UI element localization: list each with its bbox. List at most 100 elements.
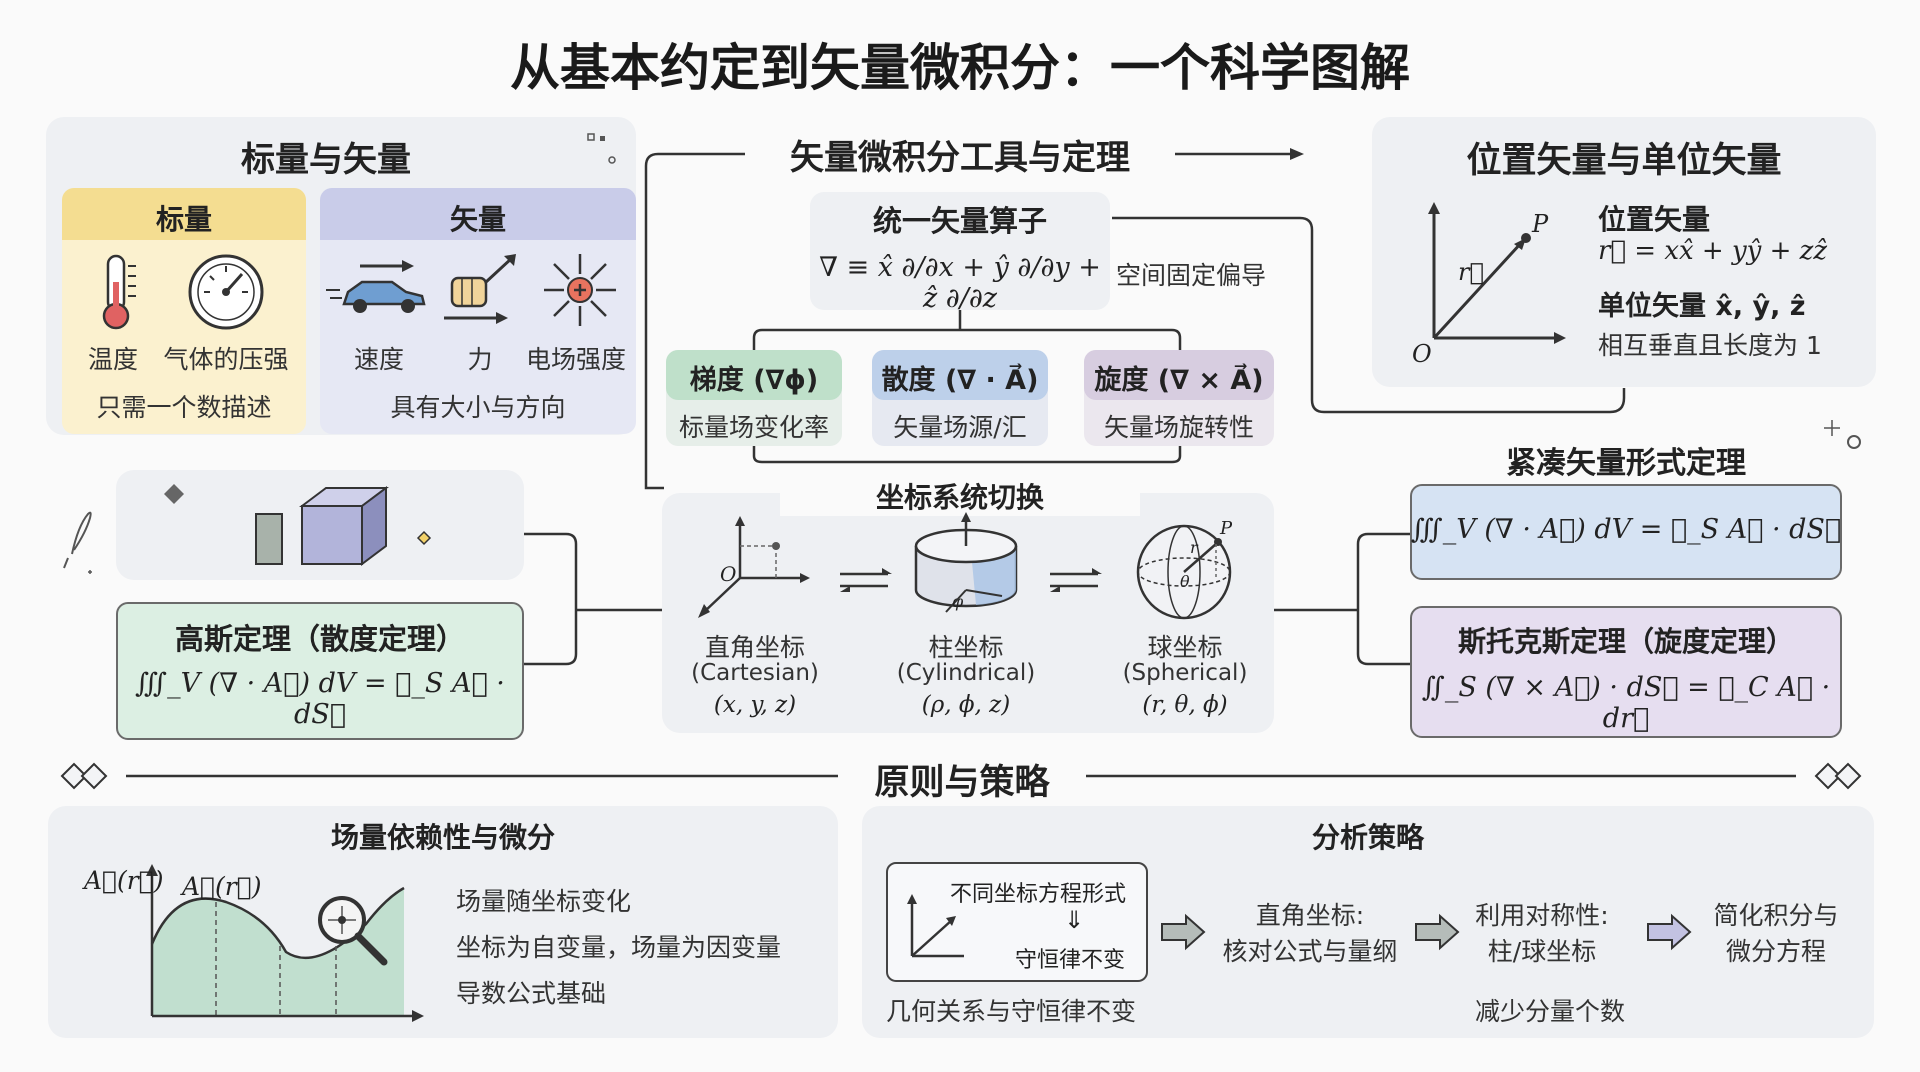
cartesian-axes-icon	[698, 516, 810, 618]
conservation-top: 不同坐标方程形式	[949, 882, 1126, 907]
vector-card-header	[320, 188, 636, 240]
cartesian-origin-label: O	[720, 562, 737, 586]
volume-cube-icon	[164, 484, 432, 566]
operator-note: 空间固定偏导	[1116, 261, 1267, 290]
swap-arrows-icon-1	[840, 568, 892, 592]
stokes-formula: ∬_S (∇ × A⃗) · dS⃗ = ∮_C A⃗ · dr⃗	[1421, 672, 1831, 734]
conservation-bottom: 守恒律不变	[1014, 948, 1125, 973]
sphere-theta-label: θ	[1180, 572, 1190, 591]
scalar-vector-title: 标量与矢量	[241, 140, 411, 180]
compact-title: 紧凑矢量形式定理	[1506, 446, 1746, 481]
vector-caption: 具有大小与方向	[390, 393, 566, 422]
field-title: 场量依赖性与微分	[330, 821, 555, 854]
gradient-title: 梯度 (∇ϕ)	[689, 365, 819, 396]
fist-force-icon	[444, 254, 516, 324]
field-line-1: 场量随坐标变化	[456, 887, 632, 916]
spherical-en: (Spherical)	[1122, 660, 1248, 686]
position-panel	[1372, 117, 1876, 387]
scalar-item-temperature: 温度	[87, 345, 138, 374]
step1-line-1: 直角坐标:	[1255, 901, 1365, 930]
operator-formula: ∇ ≡ x̂ ∂/∂x + ŷ ∂/∂y + ẑ ∂/∂z	[819, 252, 1101, 314]
cylindrical-vars: (ρ, ϕ, z)	[921, 692, 1011, 718]
position-vector-formula: r⃗ = xx̂ + yŷ + zẑ	[1598, 236, 1828, 266]
scalar-item-pressure: 气体的压强	[163, 345, 289, 374]
operator-title: 统一矢量算子	[872, 204, 1047, 238]
conservation-caption: 几何关系与守恒律不变	[886, 997, 1137, 1026]
gauss-theorem-card	[116, 602, 524, 740]
position-title: 位置矢量与单位矢量	[1466, 141, 1782, 181]
position-point-label: P	[1532, 210, 1549, 238]
conservation-box	[886, 862, 1148, 982]
step3-line-1: 简化积分与	[1713, 901, 1839, 930]
flow-arrow-icon-3	[1647, 913, 1692, 951]
flow-arrow-icon-2	[1415, 913, 1460, 951]
flow-arrow-icon-1	[1161, 913, 1206, 951]
scalar-heading: 标量	[155, 203, 212, 236]
scalar-card-header	[62, 188, 306, 240]
field-curve-label: A⃗(r⃗)	[182, 872, 262, 901]
axes-mini-icon	[907, 894, 964, 958]
page-title: 从基本约定到矢量微积分：一个科学图解	[510, 39, 1410, 97]
pressure-gauge-icon	[188, 254, 264, 330]
vector-item-velocity: 速度	[353, 345, 404, 374]
divergence-title: 散度 (∇ · A⃗)	[881, 365, 1039, 396]
car-icon	[326, 260, 426, 313]
gradient-desc: 标量场变化率	[678, 413, 829, 442]
cylinder-icon	[914, 512, 1018, 613]
sphere-point-label: P	[1220, 518, 1233, 539]
swap-arrows-icon-2	[1050, 568, 1102, 592]
cylinder-phi-label: φ	[952, 592, 964, 611]
stokes-title: 斯托克斯定理（旋度定理）	[1457, 625, 1794, 658]
divergence-card-header	[872, 350, 1048, 400]
cartesian-en: (Cartesian)	[691, 660, 819, 686]
spherical-name: 球坐标	[1147, 633, 1223, 662]
field-curve-plot	[146, 864, 424, 1022]
operator-card	[810, 192, 1110, 310]
divergence-desc: 矢量场源/汇	[893, 413, 1027, 442]
step3-line-2: 微分方程	[1725, 937, 1826, 966]
magnifier-icon	[318, 896, 388, 966]
curl-desc: 矢量场旋转性	[1103, 413, 1254, 442]
gauss-title: 高斯定理（散度定理）	[174, 622, 465, 656]
step1-line-2: 核对公式与量纲	[1222, 937, 1398, 966]
vector-heading: 矢量	[449, 203, 506, 236]
cartesian-name: 直角坐标	[704, 633, 805, 662]
cartesian-vars: (x, y, z)	[713, 692, 797, 718]
thermometer-icon	[102, 254, 136, 330]
step2-line-2: 柱/球坐标	[1487, 937, 1597, 966]
spherical-vars: (r, θ, ϕ)	[1142, 692, 1228, 718]
step2-note: 减少分量个数	[1474, 997, 1625, 1026]
position-vector-heading: 位置矢量	[1598, 203, 1711, 236]
principles-title: 原则与策略	[874, 763, 1050, 803]
curl-card-header	[1084, 350, 1274, 400]
tools-title: 矢量微积分工具与定理	[745, 130, 1175, 179]
field-line-2: 坐标为自变量，场量为因变量	[456, 933, 782, 962]
sparkle-icon	[587, 133, 616, 164]
stokes-theorem-card	[1410, 606, 1842, 738]
sphere-r-label: r	[1190, 538, 1198, 557]
compact-formula: ∭_V (∇ · A⃗) dV = ∯_S A⃗ · dS⃗	[1410, 514, 1842, 545]
vector-item-electric-field: 电场强度	[525, 345, 626, 374]
position-vector-label: r⃗	[1458, 258, 1484, 286]
unit-vector-note: 相互垂直且长度为 1	[1598, 331, 1822, 360]
gauss-formula: ∭_V (∇ · A⃗) dV = ∯_S A⃗ · dS⃗	[135, 668, 505, 730]
position-origin-label: O	[1412, 340, 1432, 368]
compact-theorem-card	[1410, 484, 1842, 580]
sphere-icon	[1136, 524, 1232, 620]
position-vector-icon	[1428, 202, 1566, 344]
conservation-arrow: ⇓	[1063, 906, 1085, 934]
field-line-3: 导数公式基础	[456, 979, 607, 1008]
cylindrical-en: (Cylindrical)	[896, 660, 1036, 686]
cylindrical-name: 柱坐标	[928, 633, 1004, 662]
pen-doodle-icon	[63, 511, 92, 574]
sparkle-icon-2	[1824, 420, 1861, 449]
gradient-card-header	[666, 350, 842, 400]
electric-field-icon	[544, 254, 616, 326]
curl-title: 旋度 (∇ × A⃗)	[1094, 365, 1264, 396]
vector-item-force: 力	[467, 345, 493, 374]
unit-vector-heading: 单位矢量 x̂, ŷ, ẑ	[1598, 291, 1806, 322]
scalar-caption: 只需一个数描述	[96, 393, 272, 422]
coordinate-title: 坐标系统切换	[780, 476, 1140, 516]
step2-line-1: 利用对称性:	[1475, 901, 1609, 930]
